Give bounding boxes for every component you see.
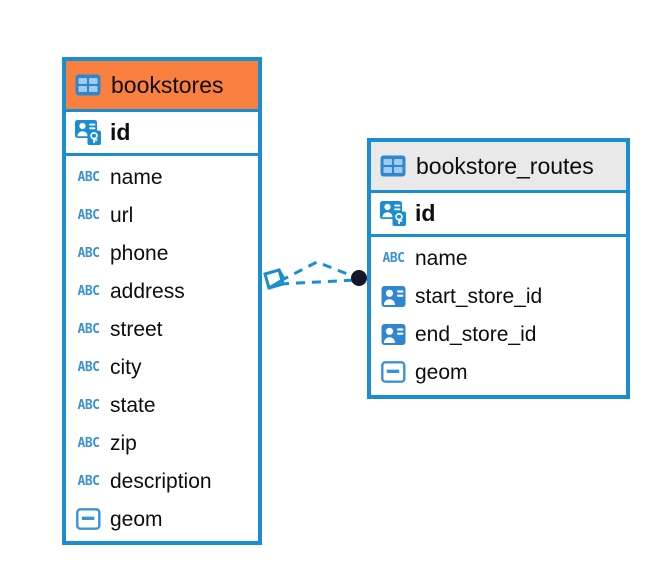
field-label-geom: geom: [110, 507, 163, 531]
field-label-primary-key: id: [110, 119, 131, 145]
entity-title-bookstore-routes: bookstore_routes: [416, 152, 594, 179]
table-icon: [380, 155, 406, 177]
abc-text-icon: ABC: [77, 283, 100, 299]
field-row-phone[interactable]: ABC phone: [66, 234, 258, 272]
field-row-primary-key[interactable]: id: [66, 109, 258, 156]
field-row-primary-key[interactable]: id: [371, 190, 626, 237]
field-label-state: state: [110, 393, 156, 417]
primary-key-icon: [75, 119, 102, 146]
primary-key-icon: [380, 200, 407, 227]
field-label-name: name: [415, 246, 468, 270]
abc-text-icon: ABC: [77, 473, 100, 489]
field-row-start-store-id[interactable]: start_store_id: [371, 277, 626, 315]
field-row-geom[interactable]: geom: [66, 500, 258, 538]
field-label-street: street: [110, 317, 163, 341]
field-row-city[interactable]: ABC city: [66, 348, 258, 386]
field-row-name[interactable]: ABC name: [66, 158, 258, 196]
foreign-key-icon: [381, 322, 406, 347]
foreign-key-icon: [381, 284, 406, 309]
relationship-target-dot: [351, 270, 367, 286]
field-label-description: description: [110, 469, 212, 493]
relationship-connector[interactable]: [255, 245, 380, 315]
table-icon: [75, 74, 101, 96]
field-row-street[interactable]: ABC street: [66, 310, 258, 348]
field-row-state[interactable]: ABC state: [66, 386, 258, 424]
field-row-address[interactable]: ABC address: [66, 272, 258, 310]
field-row-name[interactable]: ABC name: [371, 239, 626, 277]
field-label-name: name: [110, 165, 163, 189]
relationship-line-lower: [279, 278, 356, 286]
field-label-city: city: [110, 355, 142, 379]
relationship-source-diamond: [263, 268, 287, 290]
field-label-zip: zip: [110, 431, 137, 455]
entity-header-bookstores[interactable]: bookstores: [66, 61, 258, 109]
field-row-end-store-id[interactable]: end_store_id: [371, 315, 626, 353]
field-label-end-store-id: end_store_id: [415, 322, 537, 346]
entity-bookstores[interactable]: bookstores id: [62, 57, 262, 545]
abc-text-icon: ABC: [77, 435, 100, 451]
field-label-geom: geom: [415, 360, 468, 384]
abc-text-icon: ABC: [77, 359, 100, 375]
entity-title-bookstores: bookstores: [111, 71, 224, 98]
relationship-line-upper: [279, 260, 356, 283]
abc-text-icon: ABC: [77, 245, 100, 261]
field-row-url[interactable]: ABC url: [66, 196, 258, 234]
entity-bookstore-routes[interactable]: bookstore_routes id: [367, 138, 630, 399]
abc-text-icon: ABC: [77, 207, 100, 223]
abc-text-icon: ABC: [77, 169, 100, 185]
geometry-icon: [381, 361, 406, 383]
field-label-primary-key: id: [415, 200, 436, 226]
field-list-bookstores: ABC name ABC url ABC phone ABC: [66, 156, 258, 538]
field-label-url: url: [110, 203, 134, 227]
field-label-start-store-id: start_store_id: [415, 284, 543, 308]
entity-header-bookstore-routes[interactable]: bookstore_routes: [371, 142, 626, 190]
field-list-bookstore-routes: ABC name start_store_id: [371, 237, 626, 391]
field-row-geom[interactable]: geom: [371, 353, 626, 391]
abc-text-icon: ABC: [382, 250, 405, 266]
field-label-address: address: [110, 279, 185, 303]
field-label-phone: phone: [110, 241, 169, 265]
abc-text-icon: ABC: [77, 397, 100, 413]
field-row-zip[interactable]: ABC zip: [66, 424, 258, 462]
field-row-description[interactable]: ABC description: [66, 462, 258, 500]
geometry-icon: [76, 508, 101, 530]
abc-text-icon: ABC: [77, 321, 100, 337]
